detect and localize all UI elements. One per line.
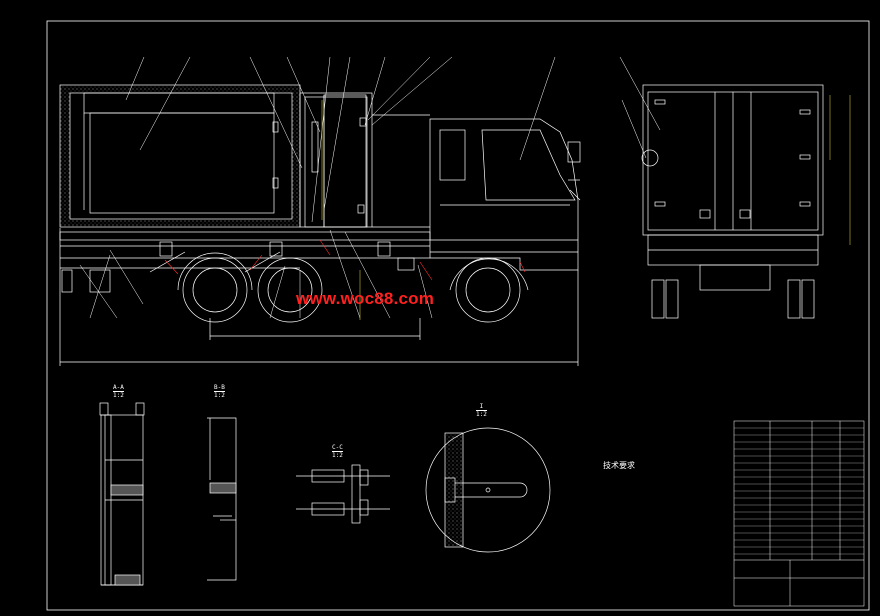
watermark: www.woc88.com	[296, 289, 435, 308]
cargo-box-inner	[69, 92, 293, 220]
dimension-marks	[321, 95, 851, 320]
section-i-name: I	[479, 403, 484, 410]
leader-lines	[79, 56, 661, 319]
section-b	[207, 417, 237, 581]
section-label-c: C-C 1:2	[332, 444, 343, 459]
detail-i	[425, 427, 551, 553]
section-a-name: A-A	[113, 384, 124, 391]
section-a	[99, 402, 145, 586]
section-i-scale: 1:2	[476, 410, 487, 418]
truck-cab	[429, 118, 579, 271]
section-b-name: B-B	[214, 384, 225, 391]
section-label-a: A-A 1:2	[113, 384, 124, 399]
section-c-scale: 1:2	[332, 451, 343, 459]
title-block-rows	[734, 427, 864, 555]
truck-side-view	[59, 84, 581, 366]
tech-requirements-title: 技术要求	[603, 461, 635, 470]
section-a-scale: 1:2	[113, 391, 124, 399]
front-wheel	[455, 257, 521, 323]
section-b-scale: 1:2	[214, 391, 225, 399]
section-label-b: B-B 1:2	[214, 384, 225, 399]
drawing-border	[46, 20, 870, 611]
front-door-frame	[299, 92, 373, 228]
section-c	[296, 464, 390, 524]
rear-wheel-1	[182, 257, 248, 323]
section-label-i: I 1:2	[476, 403, 487, 418]
red-leaders	[164, 239, 526, 281]
title-block	[733, 420, 865, 607]
rear-wheel-2	[257, 257, 323, 323]
section-c-name: C-C	[332, 444, 343, 451]
chassis-frame	[59, 231, 431, 241]
truck-rear-view	[641, 84, 824, 319]
